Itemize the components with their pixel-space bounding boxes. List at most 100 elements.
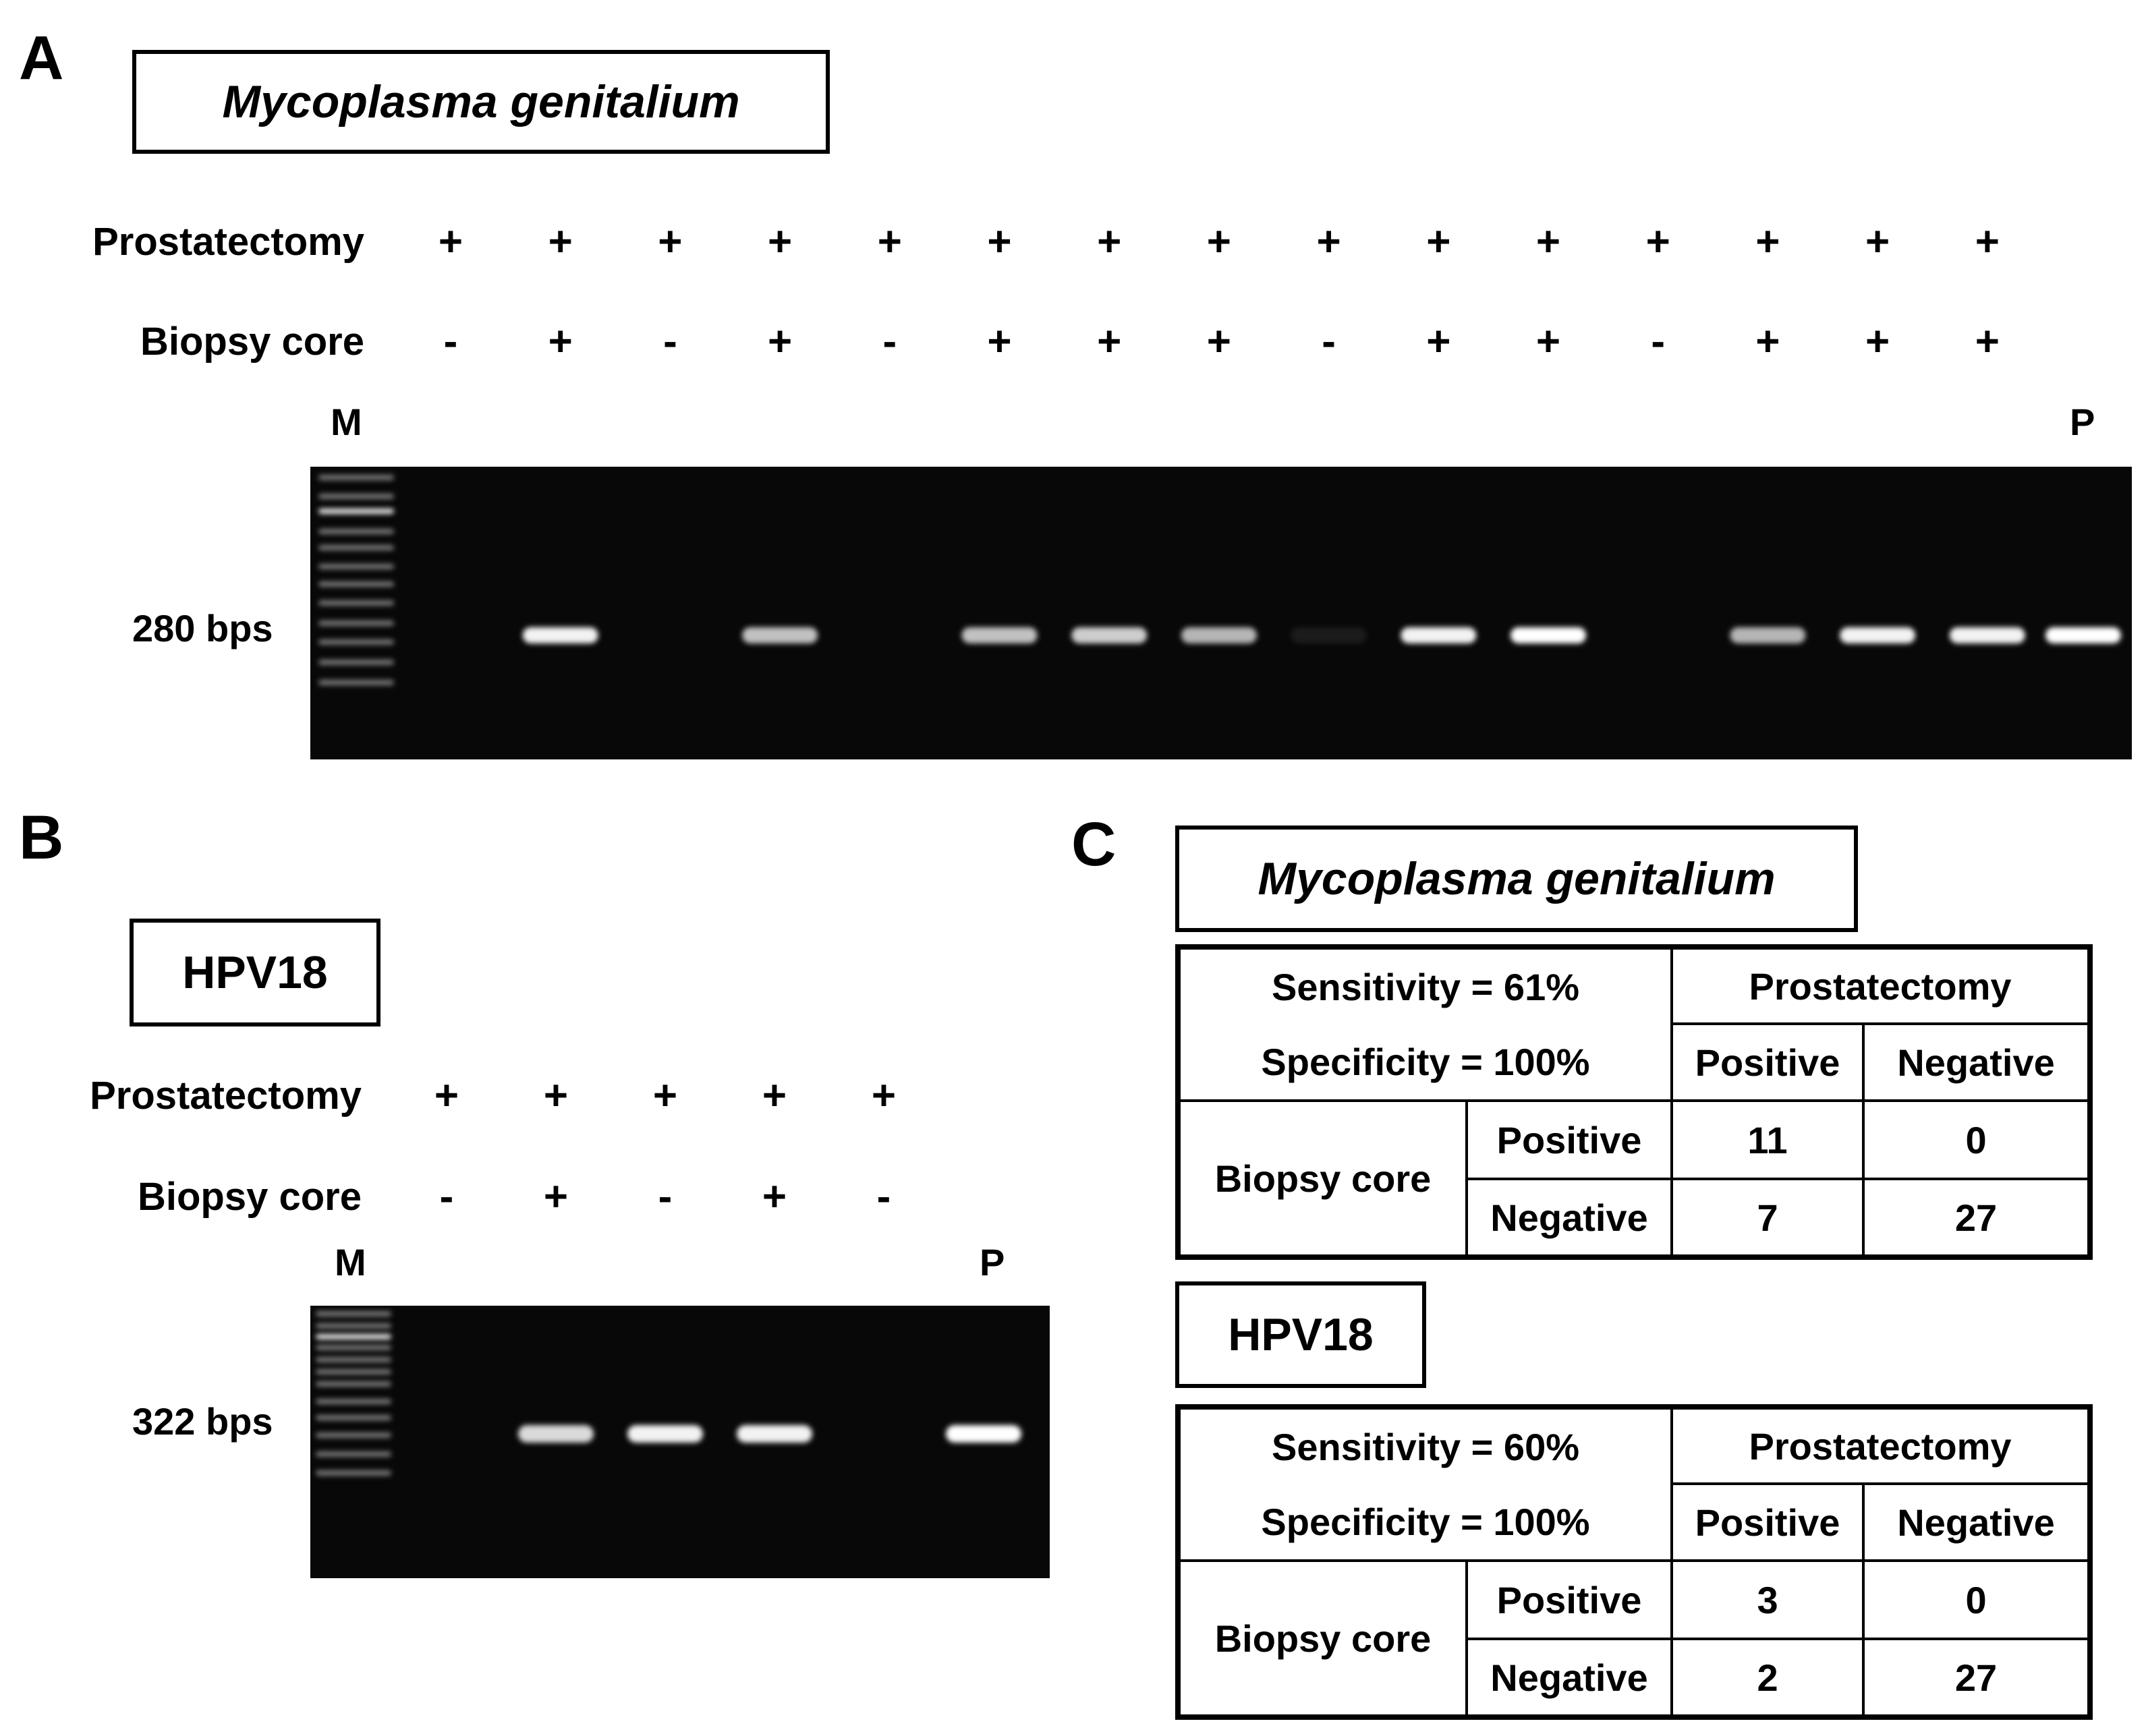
panel-a-biopsy-label: Biopsy core bbox=[140, 320, 364, 364]
panel-a-biopsy-sign: - bbox=[882, 318, 897, 365]
marker-ladder-band bbox=[318, 545, 394, 550]
marker-ladder-band bbox=[316, 1311, 391, 1317]
gel-band bbox=[1401, 627, 1477, 643]
panel-a-prostatectomy-sign: + bbox=[1865, 219, 1890, 265]
marker-ladder-band bbox=[316, 1345, 391, 1350]
panel-a-gel-image bbox=[310, 467, 2132, 759]
marker-ladder-band bbox=[318, 509, 394, 514]
panel-a-prostatectomy-sign: + bbox=[1097, 219, 1122, 265]
marker-ladder-band bbox=[316, 1470, 391, 1476]
panel-c-table1-title: Mycoplasma genitalium bbox=[1175, 826, 1858, 932]
marker-ladder-band bbox=[318, 660, 394, 665]
panel-b-biopsy-sign: - bbox=[876, 1174, 891, 1220]
panel-a-prostatectomy-label: Prostatectomy bbox=[92, 220, 364, 264]
gel-band bbox=[627, 1425, 703, 1443]
gel-band bbox=[737, 1425, 812, 1443]
panel-c-table1-cell-neg-pos: 7 bbox=[1670, 1178, 1865, 1258]
panel-a-title: Mycoplasma genitalium bbox=[132, 50, 830, 154]
panel-a-band-size-label: 280 bps bbox=[132, 607, 273, 649]
panel-a-prostatectomy-sign: + bbox=[1206, 219, 1231, 265]
panel-a-prostatectomy-sign: + bbox=[1316, 219, 1341, 265]
panel-c-table2-title: HPV18 bbox=[1175, 1281, 1426, 1388]
panel-a-biopsy-sign: + bbox=[1865, 318, 1890, 365]
gel-band bbox=[1949, 627, 2025, 643]
marker-ladder-band bbox=[316, 1433, 391, 1438]
panel-b-prostatectomy-sign: + bbox=[871, 1072, 897, 1119]
panel-b-prostatectomy-label: Prostatectomy bbox=[90, 1074, 362, 1118]
panel-c-table2: Sensitivity = 60% Prostatectomy Specific… bbox=[1175, 1404, 2093, 1720]
panel-b-biopsy-sign: + bbox=[762, 1174, 787, 1220]
panel-c-table1-specificity: Specificity = 100% bbox=[1176, 1024, 1674, 1102]
marker-ladder-band bbox=[318, 581, 394, 587]
panel-c-table1-row-positive: Positive bbox=[1465, 1099, 1674, 1180]
marker-ladder-band bbox=[316, 1381, 391, 1387]
panel-b-gel-svg bbox=[316, 1311, 1021, 1476]
gel-band bbox=[2045, 627, 2121, 643]
panel-b-biopsy-sign: - bbox=[658, 1174, 673, 1220]
panel-b-gel-image bbox=[310, 1306, 1050, 1578]
panel-c-table2-row-positive: Positive bbox=[1465, 1559, 1674, 1640]
panel-a-prostatectomy-sign: + bbox=[1645, 219, 1670, 265]
panel-c-table2-row-negative: Negative bbox=[1465, 1638, 1674, 1718]
gel-band bbox=[1071, 627, 1148, 643]
panel-a-prostatectomy-sign: + bbox=[1426, 219, 1451, 265]
panel-a-marker-label: M bbox=[331, 401, 362, 443]
gel-band bbox=[742, 627, 818, 643]
panel-b-title: HPV18 bbox=[130, 919, 380, 1026]
panel-b-band-size-label: 322 bps bbox=[132, 1400, 273, 1443]
panel-c-table1: Sensitivity = 61% Prostatectomy Specific… bbox=[1175, 944, 2093, 1260]
panel-c-table1-row-header: Biopsy core bbox=[1177, 1099, 1468, 1258]
panel-c-table1-cell-pos-neg: 0 bbox=[1862, 1099, 2092, 1180]
panel-c-table2-row-header: Biopsy core bbox=[1177, 1559, 1468, 1718]
panel-c-table1-cell-pos-pos: 11 bbox=[1670, 1099, 1865, 1180]
gel-band bbox=[518, 1425, 594, 1443]
panel-a-biopsy-sign: + bbox=[1426, 318, 1451, 365]
panel-b-biopsy-sign: + bbox=[543, 1174, 569, 1220]
marker-ladder-band bbox=[318, 494, 394, 499]
panel-a-biopsy-sign: + bbox=[1206, 318, 1231, 365]
panel-c-table2-cell-pos-neg: 0 bbox=[1862, 1559, 2092, 1640]
panel-a-prostatectomy-sign: + bbox=[1755, 219, 1780, 265]
marker-ladder-band bbox=[318, 620, 394, 626]
gel-band bbox=[946, 1425, 1021, 1443]
panel-c-table2-cell-pos-pos: 3 bbox=[1670, 1559, 1865, 1640]
panel-a-biopsy-sign: + bbox=[1755, 318, 1780, 365]
panel-a-letter: A bbox=[19, 24, 64, 92]
gel-band bbox=[1181, 627, 1257, 643]
gel-band bbox=[1510, 627, 1586, 643]
panel-a-biopsy-sign: + bbox=[1097, 318, 1122, 365]
panel-c-table1-col-header: Prostatectomy bbox=[1670, 946, 2092, 1025]
gel-band bbox=[1840, 627, 1916, 643]
panel-b-prostatectomy-sign: + bbox=[762, 1072, 787, 1119]
panel-c-table1-cell-neg-neg: 27 bbox=[1862, 1178, 2092, 1258]
panel-a-positive-label: P bbox=[2070, 401, 2095, 443]
panel-a-biopsy-sign: + bbox=[1535, 318, 1561, 365]
panel-c-table1-row-negative: Negative bbox=[1465, 1178, 1674, 1258]
panel-c-table2-col-header: Prostatectomy bbox=[1670, 1406, 2092, 1485]
panel-b-letter: B bbox=[19, 803, 64, 872]
gel-band bbox=[1291, 627, 1367, 643]
panel-b-prostatectomy-sign: + bbox=[543, 1072, 569, 1119]
marker-ladder-band bbox=[316, 1451, 391, 1457]
panel-a-prostatectomy-sign: + bbox=[658, 219, 683, 265]
panel-a-biopsy-sign: - bbox=[663, 318, 677, 365]
panel-c-table1-col-negative: Negative bbox=[1862, 1022, 2092, 1102]
panel-a-biopsy-sign: - bbox=[1651, 318, 1666, 365]
panel-a-biopsy-sign: + bbox=[767, 318, 793, 365]
panel-a-biopsy-sign: - bbox=[1322, 318, 1336, 365]
marker-ladder-band bbox=[316, 1323, 391, 1329]
marker-ladder-band bbox=[318, 600, 394, 606]
panel-a-prostatectomy-sign: + bbox=[548, 219, 573, 265]
marker-ladder-band bbox=[316, 1399, 391, 1404]
panel-a-prostatectomy-sign: + bbox=[1975, 219, 2000, 265]
panel-b-biopsy-label: Biopsy core bbox=[138, 1175, 362, 1219]
panel-b-positive-label: P bbox=[980, 1241, 1005, 1283]
marker-ladder-band bbox=[316, 1369, 391, 1375]
marker-ladder-band bbox=[316, 1415, 391, 1420]
panel-c-table2-col-negative: Negative bbox=[1862, 1482, 2092, 1562]
panel-a-prostatectomy-sign: + bbox=[438, 219, 463, 265]
panel-a-prostatectomy-sign: + bbox=[877, 219, 902, 265]
panel-c-table2-specificity: Specificity = 100% bbox=[1176, 1484, 1674, 1562]
panel-a-gel-svg bbox=[318, 475, 2121, 685]
gel-band bbox=[961, 627, 1038, 643]
